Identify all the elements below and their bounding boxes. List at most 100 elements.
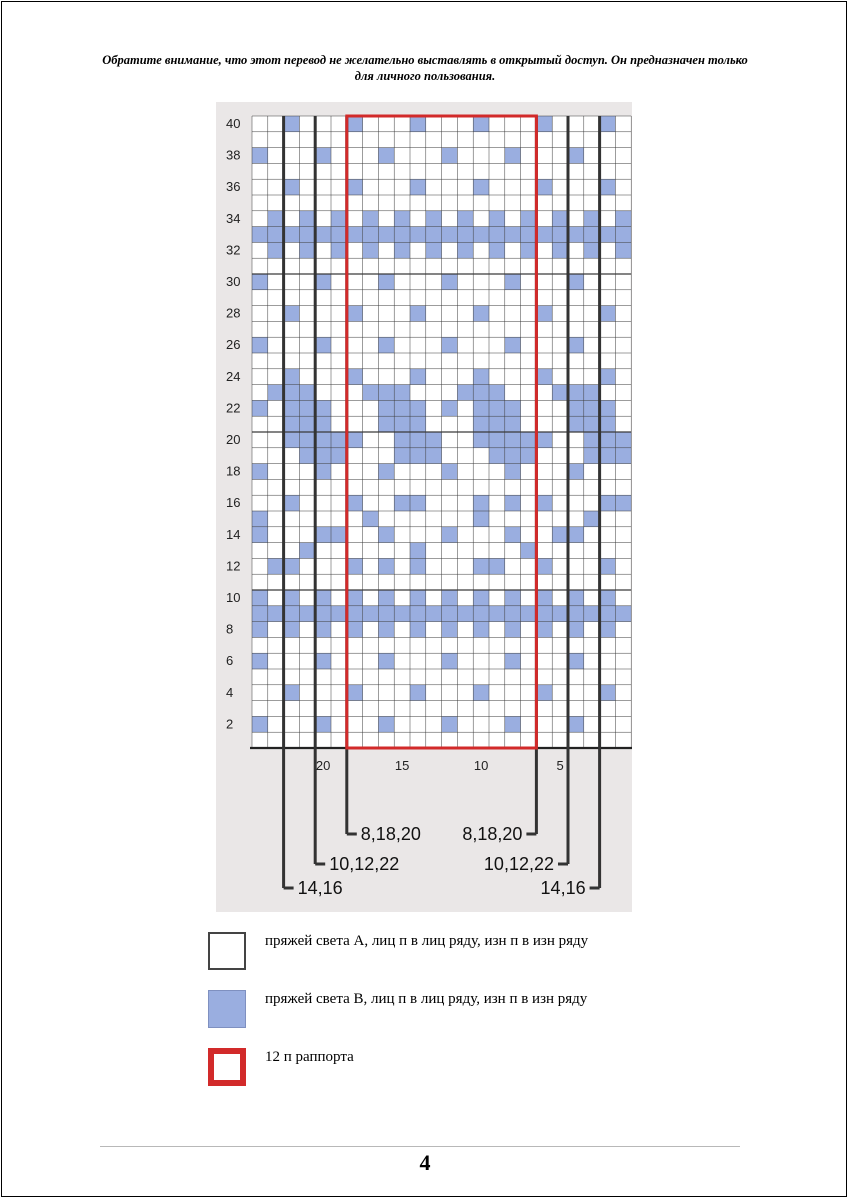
yarn-b-stitch [599,368,616,385]
yarn-b-stitch [520,210,537,227]
yarn-b-stitch [283,621,300,638]
yarn-b-stitch [283,400,300,417]
yarn-b-stitch [568,337,584,353]
yarn-b-stitch [410,621,426,638]
size-label-middle-right: 10,12,22 [484,854,554,874]
yarn-b-stitch [331,605,347,622]
yarn-b-stitch [315,147,331,164]
left-row-label: 16 [226,495,240,510]
yarn-b-stitch [568,653,584,669]
yarn-b-stitch [346,368,363,385]
yarn-b-stitch [504,416,521,432]
yarn-b-stitch [252,511,268,527]
yarn-b-stitch [568,384,584,401]
yarn-b-stitch [583,447,600,464]
yarn-b-stitch [568,226,584,243]
yarn-b-stitch [425,226,442,243]
yarn-b-stitch [252,621,268,638]
yarn-b-stitch [457,605,474,622]
yarn-b-stitch [552,384,568,401]
yarn-b-stitch [315,226,331,243]
yarn-b-stitch [315,400,331,417]
yarn-b-stitch [441,653,458,669]
yarn-b-stitch [346,226,363,243]
left-row-label: 20 [226,432,240,447]
yarn-b-stitch [331,447,347,464]
yarn-b-stitch [346,179,363,195]
yarn-b-stitch [583,416,600,432]
yarn-b-stitch [425,605,442,622]
yarn-b-stitch [615,242,632,259]
yarn-b-stitch [299,226,316,243]
yarn-b-stitch [283,305,300,322]
yarn-b-stitch [362,210,379,227]
yarn-b-stitch [378,526,395,543]
yarn-b-stitch [520,605,537,622]
legend-label-yarn-a: пряжей света А, лиц п в лиц ряду, изн п … [265,933,589,949]
yarn-b-stitch [331,432,347,448]
left-row-label: 14 [226,527,240,542]
yarn-b-stitch [378,621,395,638]
yarn-b-stitch [283,226,300,243]
yarn-b-stitch [315,447,331,464]
yarn-b-stitch [252,274,268,290]
legend-label-yarn-b: пряжей света В, лиц п в лиц ряду, изн п … [265,991,588,1007]
column-label: 10 [474,758,488,773]
yarn-b-stitch [362,605,379,622]
yarn-b-stitch [473,226,489,243]
yarn-b-stitch [473,621,489,638]
page-number: 4 [419,1150,431,1175]
yarn-b-stitch [410,447,426,464]
yarn-b-stitch [315,653,331,669]
yarn-b-stitch [568,621,584,638]
yarn-b-stitch [599,432,616,448]
yarn-b-stitch [536,432,553,448]
yarn-b-stitch [504,463,521,480]
yarn-b-stitch [315,526,331,543]
yarn-b-stitch [267,226,284,243]
yarn-b-stitch [583,432,600,448]
yarn-b-stitch [457,210,474,227]
yarn-b-stitch [599,447,616,464]
yarn-b-stitch [504,590,521,606]
column-label: 5 [556,758,563,773]
yarn-b-stitch [504,337,521,353]
yarn-b-stitch [315,337,331,353]
left-row-label: 18 [226,464,240,479]
yarn-b-stitch [489,226,505,243]
yarn-b-stitch [252,590,268,606]
yarn-b-stitch [378,558,395,575]
yarn-b-stitch [599,684,616,701]
yarn-b-stitch [536,495,553,511]
yarn-b-stitch [252,147,268,164]
yarn-b-stitch [473,416,489,432]
yarn-b-stitch [473,116,489,132]
yarn-b-stitch [568,416,584,432]
yarn-b-stitch [346,305,363,322]
yarn-b-stitch [504,653,521,669]
yarn-a-swatch [208,932,246,970]
yarn-b-stitch [315,716,331,733]
yarn-b-stitch [283,432,300,448]
yarn-b-stitch [441,337,458,353]
yarn-b-stitch [331,226,347,243]
yarn-b-stitch [536,368,553,385]
yarn-b-stitch [394,384,410,401]
yarn-b-stitch [315,621,331,638]
yarn-b-stitch [568,274,584,290]
yarn-b-stitch [378,337,395,353]
yarn-b-stitch [394,226,410,243]
yarn-b-stitch [410,542,426,559]
yarn-b-stitch [457,242,474,259]
chart-svg: 4038363432302826242220181614121086423937… [226,114,632,898]
yarn-b-stitch [599,305,616,322]
yarn-b-stitch [520,226,537,243]
yarn-b-stitch [599,495,616,511]
yarn-b-stitch [441,716,458,733]
yarn-b-stitch [489,210,505,227]
yarn-b-stitch [473,605,489,622]
yarn-b-stitch [583,384,600,401]
yarn-b-stitch [552,242,568,259]
yarn-b-stitch [267,242,284,259]
yarn-b-stitch [410,558,426,575]
